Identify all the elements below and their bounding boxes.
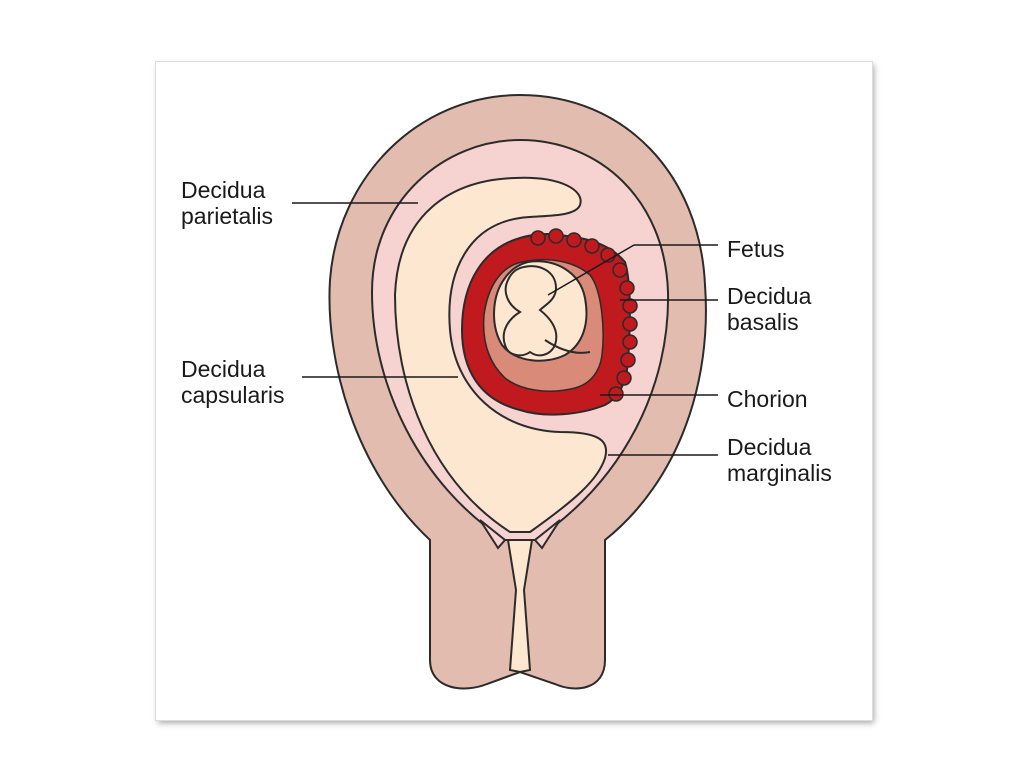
- isthmus-flap-right: [533, 519, 561, 550]
- label-fetus: Fetus: [727, 236, 785, 262]
- label-decidua-parietalis: Decidua parietalis: [181, 177, 273, 229]
- label-decidua-capsularis-line1: Decidua: [181, 356, 266, 382]
- label-fetus-line1: Fetus: [727, 236, 785, 262]
- leader-lines: [292, 202, 718, 456]
- label-decidua-capsularis: Decidua capsularis: [181, 356, 285, 408]
- label-decidua-basalis: Decidua basalis: [727, 283, 818, 335]
- label-decidua-basalis-line1: Decidua: [727, 283, 812, 309]
- label-decidua-marginalis-line2: marginalis: [727, 460, 832, 486]
- label-decidua-marginalis-line1: Decidua: [727, 434, 812, 460]
- label-chorion-line1: Chorion: [727, 386, 808, 412]
- fetus-body: [502, 265, 558, 357]
- isthmus-flap-left: [479, 519, 507, 550]
- label-decidua-capsularis-line2: capsularis: [181, 382, 285, 408]
- label-decidua-parietalis-line2: parietalis: [181, 203, 273, 229]
- label-decidua-parietalis-line1: Decidua: [181, 177, 266, 203]
- label-chorion: Chorion: [727, 386, 808, 412]
- cervical-canal: [506, 539, 534, 674]
- umbilical-cord: [544, 339, 591, 354]
- chorionic-villi: [530, 228, 638, 402]
- uterine-cavity: [393, 176, 608, 533]
- label-decidua-basalis-line2: basalis: [727, 309, 799, 335]
- label-decidua-marginalis: Decidua marginalis: [727, 434, 832, 486]
- leader-fetus: [547, 244, 635, 296]
